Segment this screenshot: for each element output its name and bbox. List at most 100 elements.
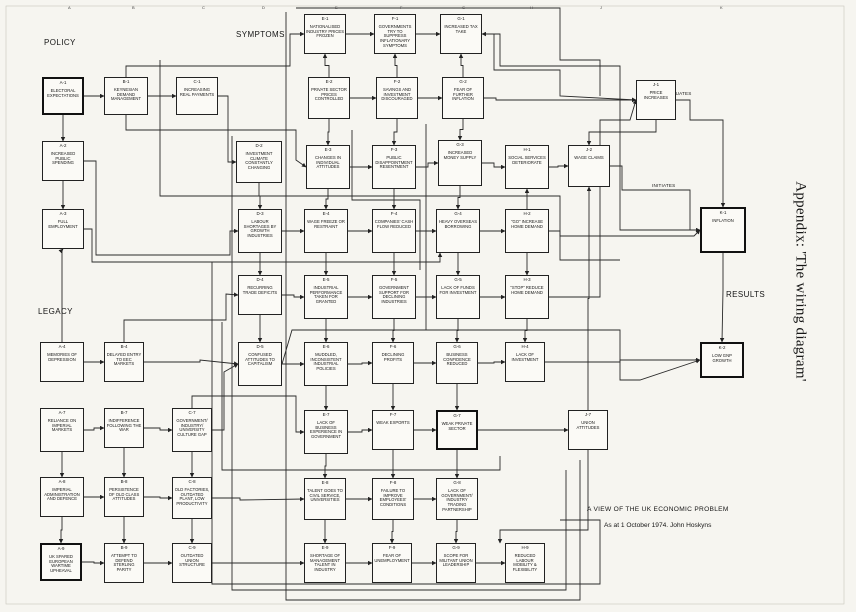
- node-g-1: G-1Increased tax take: [440, 14, 482, 54]
- wire-79: [144, 359, 239, 366]
- node-h-4: H-4Lack of investment: [505, 342, 545, 382]
- node-e-6: E-6Muddled, inconsistent industrial poli…: [304, 342, 348, 386]
- wire-74: [391, 119, 398, 146]
- node-id: G-1: [457, 16, 465, 21]
- node-label: Low GNP growth: [712, 352, 732, 363]
- node-id: B-9: [120, 545, 128, 550]
- node-label: Inflation: [712, 217, 734, 223]
- node-label: Failure to improve employees' conditions: [379, 487, 407, 508]
- node-id: F-7: [389, 412, 397, 417]
- node-label: Old factories, outdated plant, low produ…: [174, 486, 210, 507]
- section-label-legacy: LEGACY: [38, 307, 73, 316]
- node-d-3: D-3Labour shortages by growth industries: [238, 209, 282, 253]
- node-label: Weak exports: [376, 419, 410, 425]
- node-label: Industrial performance taken for granted: [309, 284, 343, 305]
- node-b-9: B-9Attempt to defend sterling parity: [104, 543, 144, 583]
- node-e-2: E-2Private sector prices controlled: [308, 77, 350, 119]
- wire-100: [159, 60, 620, 261]
- node-id: G-7: [453, 413, 461, 418]
- node-label: Scope for militant union leadership: [439, 552, 473, 568]
- node-id: H-3: [523, 277, 531, 282]
- wire-103: [296, 7, 601, 96]
- node-h-2: H-2"Go" increase home demand: [505, 209, 549, 253]
- node-a-7: A-7Reliance on imperial markets: [40, 408, 84, 452]
- node-e-7: E-7Lack of business experience in govern…: [304, 410, 348, 454]
- node-id: E-8: [321, 480, 329, 485]
- wire-95: [58, 248, 64, 342]
- node-c-8: C-8Old factories, outdated plant, low pr…: [172, 477, 212, 519]
- node-c-7: C-7Government/ industry/ university cult…: [172, 408, 212, 452]
- node-id: E-6: [322, 344, 330, 349]
- node-label: Indifference following the war: [106, 417, 142, 433]
- node-label: Delayed entry to EEC markets: [106, 351, 142, 367]
- node-g-6: G-6Business confidence reduced: [436, 342, 478, 384]
- node-b-1: B-1Keynesian demand management: [104, 77, 148, 115]
- node-b-8: B-8Persistence of old class attitudes: [104, 477, 144, 517]
- node-h-3: H-3"Stop" reduce home demand: [505, 275, 549, 319]
- wire-104: [285, 12, 581, 601]
- node-j-1: J-1Price increases: [636, 80, 676, 120]
- node-e-3: E-3Changes in individual attitudes: [306, 145, 350, 189]
- node-id: G-5: [454, 277, 462, 282]
- node-label: Recurring trade deficits: [242, 284, 278, 295]
- node-label: Labour shortages by growth industries: [243, 218, 277, 239]
- node-d-2: D-2Investment climate constantly changin…: [236, 141, 282, 183]
- node-f-9: F-9Fear of unemployment: [372, 543, 412, 583]
- wire-86: [82, 560, 105, 566]
- node-id: E-2: [325, 79, 333, 84]
- node-label: Private sector prices controlled: [311, 86, 347, 102]
- node-id: F-5: [390, 277, 398, 282]
- node-label: Memories of depression: [47, 351, 77, 362]
- node-f-7: F-7Weak exports: [372, 410, 414, 450]
- node-label: Talent goes to civil service, universiti…: [307, 487, 343, 503]
- node-e-5: E-5Industrial performance taken for gran…: [304, 275, 348, 319]
- node-g-4: G-4Heavy overseas borrowing: [436, 209, 480, 253]
- node-id: F-6: [389, 344, 397, 349]
- section-label-symptoms: SYMPTOMS: [236, 30, 285, 39]
- node-b-4: B-4Delayed entry to EEC markets: [104, 342, 144, 382]
- column-header-a: A: [68, 5, 71, 10]
- node-label: Government support for declining industr…: [378, 284, 410, 305]
- node-label: Shortage of management talent in industr…: [309, 552, 341, 573]
- wire-29: [282, 294, 305, 300]
- wire-16: [676, 99, 726, 208]
- node-id: D-5: [256, 344, 264, 349]
- node-id: A-7: [58, 410, 66, 415]
- wire-71: [392, 53, 398, 77]
- node-id: H-1: [523, 147, 531, 152]
- node-id: A-9: [57, 546, 65, 551]
- node-id: C-9: [188, 545, 196, 550]
- wire-5: [125, 115, 307, 168]
- wire-72: [458, 53, 464, 77]
- wire-19: [481, 31, 700, 231]
- wire-22: [482, 162, 506, 170]
- node-g-2: G-2Fear of further inflation: [442, 77, 484, 119]
- wire-63: [454, 319, 460, 343]
- wire-49: [323, 189, 329, 210]
- node-label: Price increases: [643, 89, 669, 100]
- wire-102: [231, 136, 567, 591]
- wire-97: [191, 395, 305, 435]
- node-label: Investment climate constantly changing: [245, 150, 273, 171]
- wire-75: [457, 119, 464, 141]
- wire-66: [453, 520, 459, 544]
- node-j-2: J-2Wage claims: [568, 145, 610, 187]
- node-label: Business confidence reduced: [443, 351, 471, 367]
- node-label: Increased public spending: [50, 150, 76, 166]
- node-label: "Go" increase home demand: [510, 218, 544, 229]
- wire-11: [482, 33, 637, 103]
- node-id: K-1: [719, 210, 727, 215]
- node-f-5: F-5Government support for declining indu…: [372, 275, 416, 319]
- wire-21: [416, 160, 439, 168]
- node-label: Confused attitudes to capitalism: [245, 351, 275, 367]
- node-label: Electoral expectations: [47, 87, 79, 98]
- wire-85: [212, 496, 305, 502]
- section-label-policy: POLICY: [44, 38, 76, 47]
- wire-82: [212, 363, 239, 431]
- column-header-e: E: [335, 5, 338, 10]
- wire-7: [84, 228, 443, 263]
- node-label: Lack of investment: [511, 351, 539, 362]
- node-label: Heavy overseas borrowing: [438, 218, 477, 229]
- node-id: D-2: [255, 143, 263, 148]
